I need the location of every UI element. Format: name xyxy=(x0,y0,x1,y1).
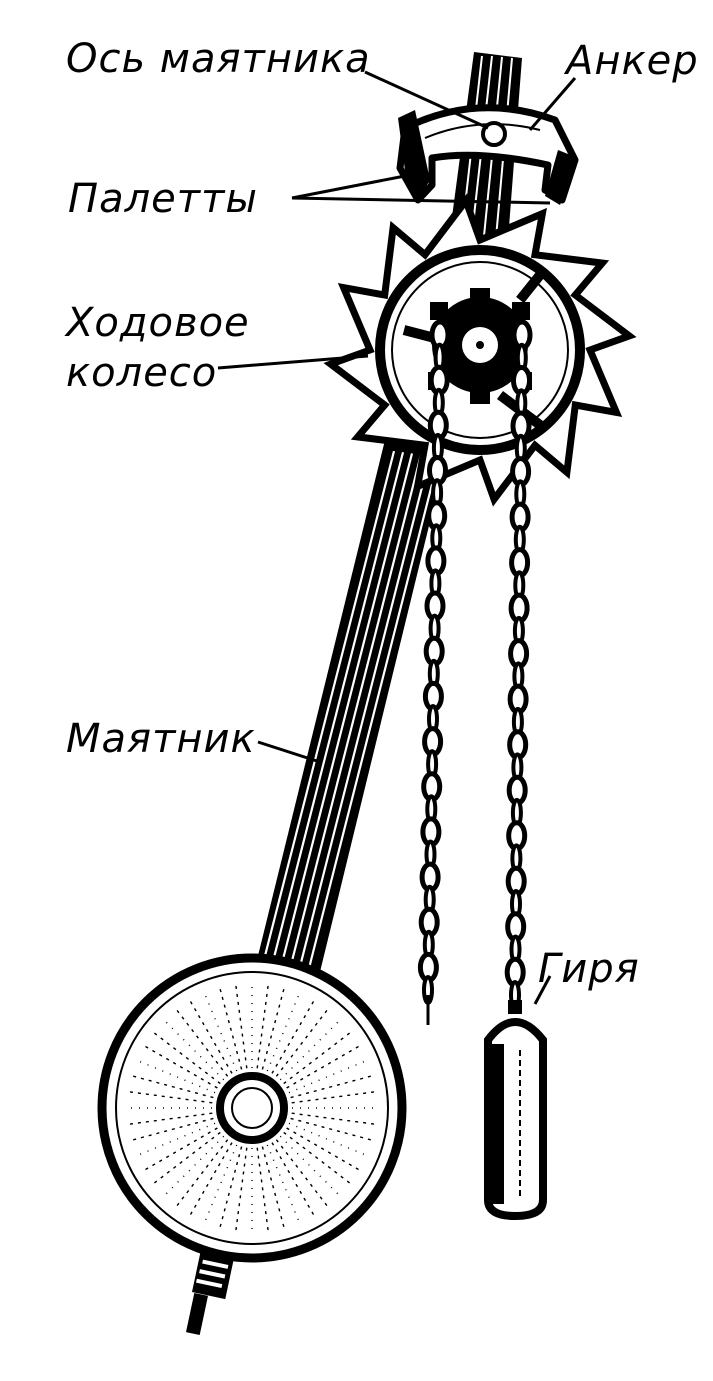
pendulum-rod xyxy=(255,440,448,980)
label-anchor: Анкер xyxy=(563,38,699,84)
leader-escape-wheel xyxy=(217,354,369,370)
right-pallet xyxy=(545,150,578,205)
left-pallet xyxy=(398,110,430,200)
leader-pallets-left xyxy=(291,173,411,200)
label-escape-wheel-line2: колесо xyxy=(66,350,217,396)
leader-anchor xyxy=(528,77,577,131)
bob-adjust-screw xyxy=(185,1250,234,1336)
leader-lines xyxy=(217,70,577,1005)
label-pendulum-axis: Ось маятника xyxy=(66,36,371,82)
chain-right xyxy=(504,319,533,1010)
pendulum-bob xyxy=(97,953,407,1263)
label-pallets: Палетты xyxy=(68,176,258,222)
leader-weight xyxy=(533,975,552,1005)
pendulum-axis-pin xyxy=(481,121,507,147)
weight xyxy=(484,1000,547,1221)
leader-pallets-right xyxy=(291,196,551,205)
label-pendulum: Маятник xyxy=(66,716,256,762)
label-escape-wheel-line1: Ходовое xyxy=(64,300,250,346)
leader-pendulum-axis xyxy=(364,70,489,130)
leader-pendulum xyxy=(257,740,321,764)
escape-wheel xyxy=(323,193,637,507)
label-weight: Гиря xyxy=(538,946,640,992)
chain-left xyxy=(417,319,451,1005)
